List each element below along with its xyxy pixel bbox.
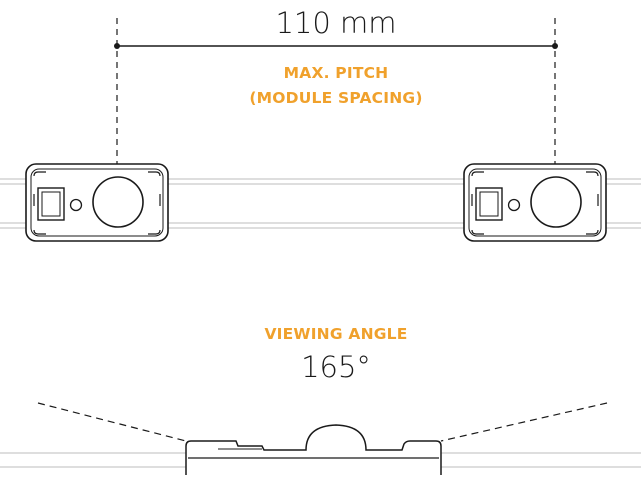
pitch-label-line1: MAX. PITCH [284,64,389,82]
module-right [463,163,607,242]
viewing-angle-value: 165° [301,350,371,384]
viewing-angle-right-ray [440,402,608,442]
viewing-angle-label: VIEWING ANGLE [264,325,407,343]
viewing-angle: VIEWING ANGLE 165° [37,325,608,442]
module-side-profile [185,424,442,475]
pitch-dimension: 110 mm MAX. PITCH (MODULE SPACING) [114,6,558,165]
module-left [25,163,169,242]
viewing-angle-left-ray [37,402,187,442]
pitch-value: 110 mm [275,6,396,40]
pitch-label-line2: (MODULE SPACING) [249,89,422,107]
